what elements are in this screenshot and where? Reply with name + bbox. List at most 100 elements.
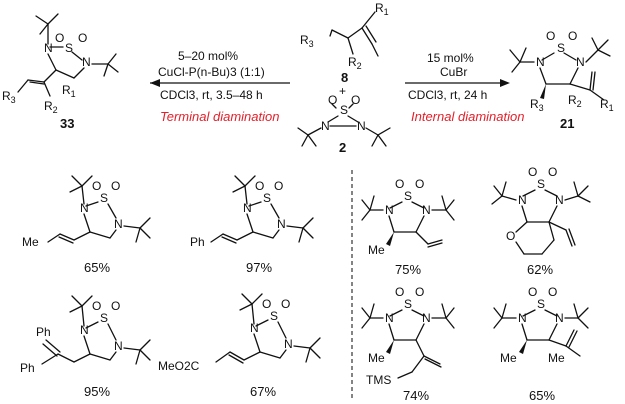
atom-o: O — [548, 165, 557, 179]
atom-n: N — [536, 55, 545, 69]
example-terminal-4: O O S N N MeO2C 67% — [158, 293, 321, 399]
mode-terminal: Terminal diamination — [160, 109, 279, 124]
atom-o: O — [92, 299, 101, 313]
atom-n: N — [284, 337, 293, 351]
atom-s: S — [263, 191, 271, 205]
left-cond-2: CuCl-P(n-Bu)3 (1:1) — [158, 65, 265, 79]
example-internal-3: O O S N N Me TMS 74% — [361, 285, 455, 403]
substituent-me: Me — [500, 351, 517, 365]
compound-label-21: 21 — [560, 116, 574, 131]
atom-s: S — [100, 191, 108, 205]
left-cond-3: CDCl3, rt, 3.5–48 h — [160, 88, 263, 102]
p33-r1: R1 — [62, 83, 76, 99]
atom-n: N — [80, 323, 89, 337]
mode-internal: Internal diamination — [411, 109, 524, 124]
atom-s: S — [100, 311, 108, 325]
atom-o: O — [528, 165, 537, 179]
yield-internal-2: 62% — [527, 262, 553, 277]
substituent-ph: Ph — [36, 325, 51, 339]
atom-n: N — [80, 201, 89, 215]
atom-o: O — [281, 297, 290, 311]
right-cond-3: CDCl3, rt, 24 h — [408, 88, 487, 102]
product-21: O O S N N R3 R2 R1 21 — [509, 29, 614, 131]
atom-s: S — [537, 177, 545, 191]
yield-terminal-4: 67% — [250, 384, 276, 399]
atom-o: O — [548, 285, 557, 299]
atom-o: O — [395, 285, 404, 299]
atom-n: N — [114, 217, 123, 231]
substituent-tms: TMS — [366, 373, 391, 387]
p33-r2: R2 — [44, 99, 58, 115]
atom-n: N — [114, 339, 123, 353]
compound-label-8: 8 — [341, 70, 348, 85]
atom-o: O — [415, 177, 424, 191]
atom-n: N — [250, 321, 259, 335]
atom-o: O — [415, 285, 424, 299]
substituent-me: Me — [368, 351, 385, 365]
diene-r2: R2 — [348, 55, 362, 71]
yield-internal-3: 74% — [403, 388, 429, 403]
right-cond-1: 15 mol% — [427, 51, 474, 65]
p21-r1: R1 — [600, 97, 614, 113]
yield-terminal-2: 97% — [246, 260, 272, 275]
atom-s: S — [557, 41, 565, 55]
substituent-me: Me — [548, 351, 565, 365]
atom-o: O — [274, 179, 283, 193]
example-internal-4: O O S N N Me Me 65% — [493, 285, 589, 403]
atom-n: N — [385, 311, 394, 325]
atom-s: S — [270, 309, 278, 323]
atom-o: O — [111, 299, 120, 313]
atom-o: O — [568, 29, 577, 43]
right-cond-2: CuBr — [440, 65, 467, 79]
atom-n: N — [422, 311, 431, 325]
atom-s: S — [65, 41, 73, 55]
substituent-ph: Ph — [20, 361, 35, 375]
atom-n: N — [518, 193, 527, 207]
atom-s: S — [404, 297, 412, 311]
atom-s: S — [537, 297, 545, 311]
example-terminal-3: O O S N N Ph Ph 95% — [20, 295, 151, 399]
plus-sign: + — [339, 84, 346, 98]
atom-n: N — [44, 41, 53, 55]
left-cond-1: 5–20 mol% — [178, 49, 238, 63]
atom-n: N — [357, 119, 366, 133]
atom-n: N — [555, 193, 564, 207]
atom-n: N — [576, 55, 585, 69]
yield-internal-4: 65% — [529, 388, 555, 403]
atom-o: O — [255, 179, 264, 193]
atom-o: O — [78, 31, 87, 45]
substituent-ester: MeO2C — [158, 359, 200, 373]
yield-internal-1: 75% — [395, 262, 421, 277]
diene-8: R1 R3 R2 8 + — [300, 1, 389, 98]
atom-o: O — [111, 179, 120, 193]
substituent-me: Me — [368, 243, 385, 257]
p33-r3: R3 — [2, 89, 16, 105]
atom-o: O — [55, 31, 64, 45]
substituent-me: Me — [22, 235, 39, 249]
compound-label-2: 2 — [339, 140, 346, 155]
atom-o: O — [262, 297, 271, 311]
atom-n: N — [82, 55, 91, 69]
atom-n: N — [277, 217, 286, 231]
compound-label-33: 33 — [60, 116, 74, 131]
atom-n: N — [243, 201, 252, 215]
atom-o: O — [395, 177, 404, 191]
product-33: O O S N N R3 R2 R1 33 — [2, 13, 119, 131]
yield-terminal-3: 95% — [84, 384, 110, 399]
atom-o: O — [546, 29, 555, 43]
atom-o: O — [92, 179, 101, 193]
atom-o: O — [528, 285, 537, 299]
example-terminal-2: O O S N N Ph 97% — [190, 175, 314, 275]
diene-r3: R3 — [300, 33, 314, 49]
atom-o: O — [328, 93, 337, 107]
arrow-internal: 15 mol% CuBr CDCl3, rt, 24 h Internal di… — [405, 51, 524, 124]
p21-r2: R2 — [568, 93, 582, 109]
example-internal-1: O O S N N Me 75% — [361, 177, 455, 277]
substituent-ph: Ph — [190, 235, 205, 249]
example-internal-2: O O S N N O 62% — [491, 165, 591, 277]
reagent-2: O O S N N 2 — [297, 93, 391, 155]
p21-r3: R3 — [530, 97, 544, 113]
atom-n: N — [555, 311, 564, 325]
atom-n: N — [422, 203, 431, 217]
